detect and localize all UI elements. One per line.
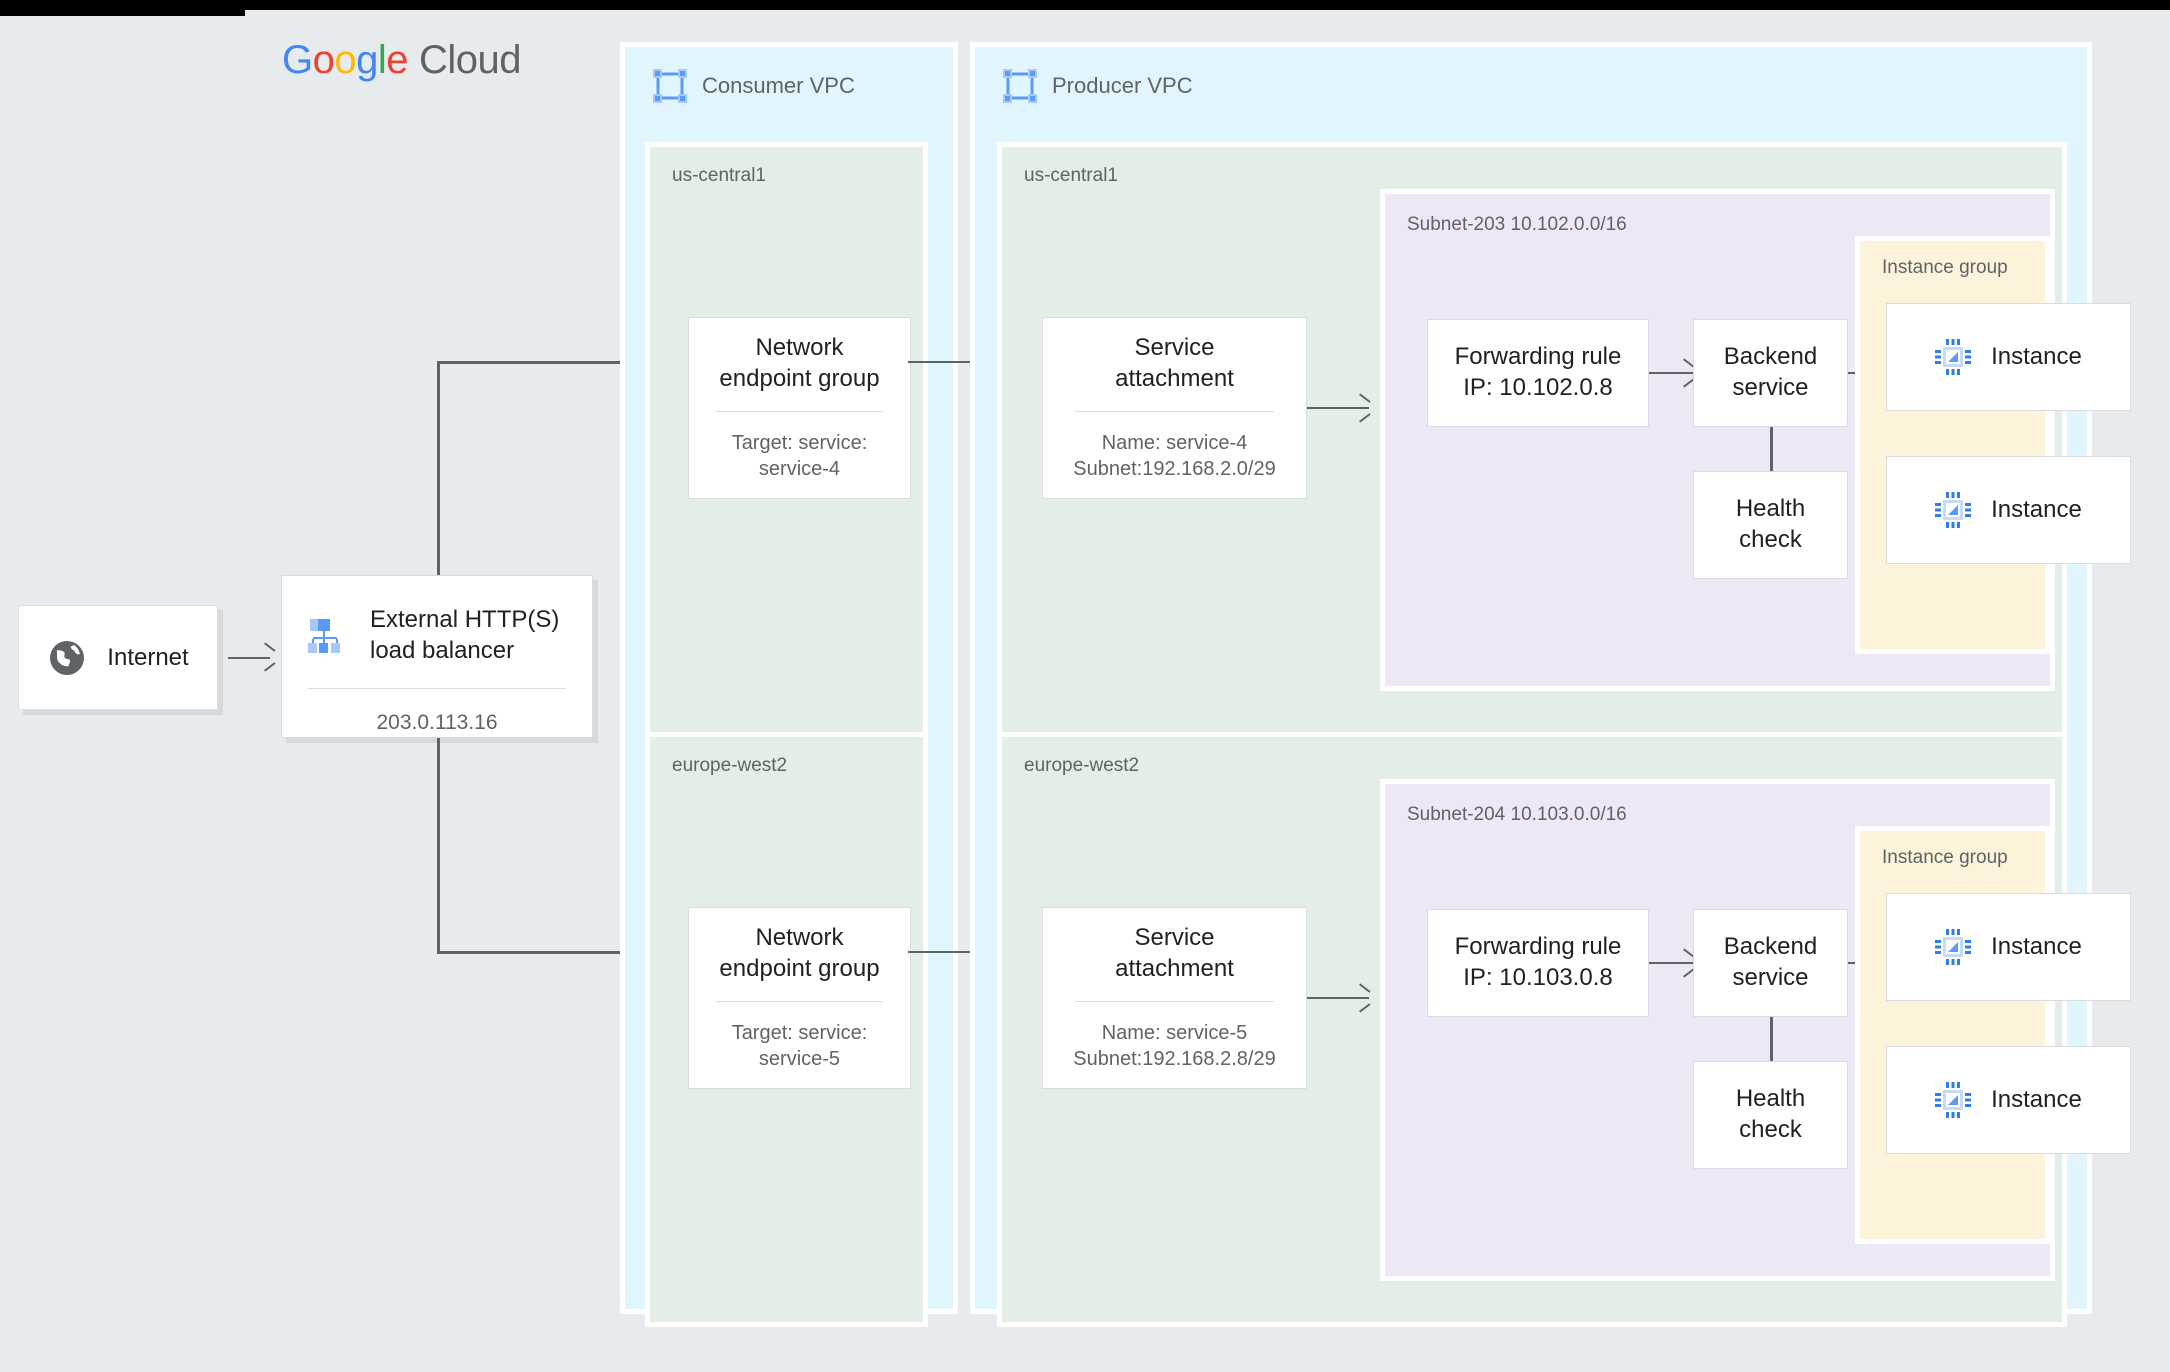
consumer-vpc-header: Consumer VPC — [653, 69, 855, 103]
external-http-load-balancer-node: External HTTP(S) load balancer 203.0.113… — [281, 575, 593, 738]
connector-lb-vertical-down — [437, 738, 440, 953]
globe-icon — [47, 638, 87, 678]
consumer-region-us-central1: us-central1 Network endpoint group Targe… — [645, 142, 928, 737]
subnet-204-label: Subnet-204 10.103.0.0/16 — [1407, 804, 1627, 825]
backend-service-europe-west2: Backend service — [1693, 909, 1848, 1017]
backend-service-text-us-central1: Backend service — [1723, 343, 1818, 401]
producer-region-label-europe-west2: europe-west2 — [1024, 755, 1140, 776]
subnet-204-container: Subnet-204 10.103.0.0/16 Forwarding rule… — [1380, 779, 2131, 1281]
neg-sub-us-central1: Target: service: service-4 — [731, 431, 868, 481]
service-attachment-us-central1: Service attachment Name: service-4 Subne… — [1042, 317, 1307, 499]
neg-title-europe-west2: Network endpoint group — [719, 924, 880, 983]
connector-internet-to-lb — [228, 657, 270, 659]
instance-card-europe-west2-2: Instance — [1886, 1046, 2131, 1154]
instance-card-us-central1-1: Instance — [1886, 303, 2131, 411]
connector-backend-to-healthcheck-europe-west2 — [1770, 1017, 1773, 1069]
producer-vpc-container: Producer VPC us-central1 Service attachm… — [970, 42, 2131, 1327]
vpc-icon — [1003, 69, 1037, 103]
neg-sub-europe-west2: Target: service: service-5 — [731, 1021, 868, 1071]
service-attachment-title-europe-west2: Service attachment — [1115, 924, 1234, 983]
logo-letter-o2: o — [334, 38, 357, 82]
service-attachment-sub-us-central1: Name: service-4 Subnet:192.168.2.0/29 — [1073, 431, 1276, 481]
producer-vpc-header: Producer VPC — [1003, 69, 1193, 103]
producer-region-us-central1: us-central1 Service attachment Name: ser… — [997, 142, 2131, 737]
network-endpoint-group-europe-west2: Network endpoint group Target: service: … — [688, 907, 911, 1089]
health-check-europe-west2: Health check — [1693, 1061, 1848, 1169]
instance-label-europe-west2-2: Instance — [1991, 1086, 2082, 1113]
consumer-vpc-container: Consumer VPC us-central1 Network endpoin… — [620, 42, 958, 1327]
neg-divider-us-central1 — [715, 410, 884, 412]
instance-label-us-central1-1: Instance — [1991, 343, 2082, 370]
internet-label: Internet — [107, 643, 189, 671]
instance-group-europe-west2: Instance group — [1855, 826, 2131, 1244]
health-check-text-us-central1: Health check — [1735, 495, 1806, 553]
service-attachment-divider-us-central1 — [1074, 410, 1275, 412]
instance-label-europe-west2-1: Instance — [1991, 933, 2082, 960]
producer-vpc-title: Producer VPC — [1052, 73, 1193, 98]
instance-card-us-central1-2: Instance — [1886, 456, 2131, 564]
instance-chip-icon — [1935, 492, 1972, 528]
connector-sa-to-fr-us-central1 — [1307, 407, 1369, 409]
connector-backend-to-healthcheck-us-central1 — [1770, 427, 1773, 479]
connector-lb-vertical-up — [437, 361, 440, 575]
arrowhead-internet-to-lb — [262, 649, 275, 665]
logo-letter-o1: o — [312, 38, 335, 82]
forwarding-rule-europe-west2: Forwarding rule IP: 10.103.0.8 — [1427, 909, 1649, 1017]
health-check-us-central1: Health check — [1693, 471, 1848, 579]
consumer-region-label-europe-west2: europe-west2 — [672, 755, 788, 776]
backend-service-us-central1: Backend service — [1693, 319, 1848, 427]
neg-divider-europe-west2 — [715, 1000, 884, 1002]
backend-service-text-europe-west2: Backend service — [1723, 933, 1818, 991]
logo-word-cloud: Cloud — [419, 38, 522, 82]
consumer-region-label-us-central1: us-central1 — [672, 165, 766, 186]
subnet-203-label: Subnet-203 10.102.0.0/16 — [1407, 214, 1627, 235]
connector-fr-to-backend-us-central1 — [1649, 372, 1693, 374]
instance-group-us-central1: Instance group — [1855, 236, 2131, 654]
vpc-icon — [653, 69, 687, 103]
consumer-region-europe-west2: europe-west2 Network endpoint group Targ… — [645, 732, 928, 1327]
producer-region-europe-west2: europe-west2 Service attachment Name: se… — [997, 732, 2131, 1327]
service-attachment-divider-europe-west2 — [1074, 1000, 1275, 1002]
instance-group-label-europe-west2: Instance group — [1882, 847, 2008, 868]
top-black-bar-notch — [0, 10, 245, 16]
producer-region-label-us-central1: us-central1 — [1024, 165, 1118, 186]
arrowhead-sa-to-fr-europe-west2 — [1357, 990, 1370, 1006]
top-black-bar — [0, 0, 2170, 10]
forwarding-rule-text-europe-west2: Forwarding rule IP: 10.103.0.8 — [1454, 933, 1622, 991]
health-check-text-europe-west2: Health check — [1735, 1085, 1806, 1143]
load-balancer-divider — [308, 688, 566, 690]
instance-card-europe-west2-1: Instance — [1886, 893, 2131, 1001]
connector-neg-to-sa-top — [908, 361, 1020, 363]
connector-sa-to-fr-europe-west2 — [1307, 997, 1369, 999]
service-attachment-title-us-central1: Service attachment — [1115, 334, 1234, 393]
arrowhead-sa-to-fr-us-central1 — [1357, 400, 1370, 416]
instance-group-label-us-central1: Instance group — [1882, 257, 2008, 278]
neg-title-us-central1: Network endpoint group — [719, 334, 880, 393]
service-attachment-sub-europe-west2: Name: service-5 Subnet:192.168.2.8/29 — [1073, 1021, 1276, 1071]
consumer-vpc-title: Consumer VPC — [702, 73, 855, 98]
logo-letter-g2: g — [356, 38, 378, 82]
forwarding-rule-text-us-central1: Forwarding rule IP: 10.102.0.8 — [1454, 343, 1622, 401]
load-balancer-ip: 203.0.113.16 — [376, 711, 498, 735]
connector-neg-to-sa-bottom — [908, 951, 1020, 953]
service-attachment-europe-west2: Service attachment Name: service-5 Subne… — [1042, 907, 1307, 1089]
network-endpoint-group-us-central1: Network endpoint group Target: service: … — [688, 317, 911, 499]
subnet-203-container: Subnet-203 10.102.0.0/16 Forwarding rule… — [1380, 189, 2131, 691]
logo-letter-g1: G — [282, 38, 313, 82]
connector-lb-to-neg-bottom — [437, 951, 672, 954]
logo-letter-e: e — [386, 38, 409, 82]
forwarding-rule-us-central1: Forwarding rule IP: 10.102.0.8 — [1427, 319, 1649, 427]
internet-node: Internet — [18, 605, 218, 710]
instance-chip-icon — [1935, 929, 1972, 965]
connector-fr-to-backend-europe-west2 — [1649, 962, 1693, 964]
load-balancer-title: External HTTP(S) load balancer — [370, 606, 560, 665]
instance-chip-icon — [1935, 339, 1972, 375]
instance-label-us-central1-2: Instance — [1991, 496, 2082, 523]
logo-letter-l: l — [377, 38, 387, 82]
instance-chip-icon — [1935, 1082, 1972, 1118]
connector-lb-to-neg-top — [437, 361, 672, 364]
load-balancer-icon — [308, 615, 350, 655]
